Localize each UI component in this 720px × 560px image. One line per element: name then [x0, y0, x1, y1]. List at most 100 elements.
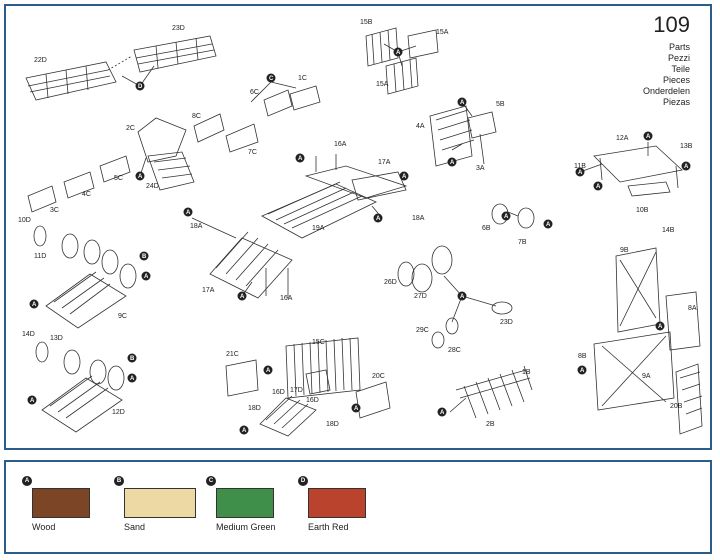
svg-text:A: A: [144, 274, 149, 280]
svg-text:B: B: [142, 254, 147, 260]
badge-a-16a: A: [295, 153, 305, 163]
parts-word-nl: Onderdelen: [642, 86, 690, 96]
badge-a-8a: A: [655, 321, 665, 331]
part-label-18d-right: 18D: [326, 421, 339, 428]
legend-label-wood: Wood: [32, 522, 56, 532]
part-label-20c: 20C: [372, 373, 385, 380]
badge-a-18d: A: [239, 425, 249, 435]
part-label-16a-top: 16A: [334, 141, 347, 148]
parts-word-it: Pezzi: [667, 53, 690, 63]
parts-diagram: 23D 22D 1C 6C 7C 2C 8C 4C 5C 3C 24D 15B …: [18, 19, 703, 437]
legend-badge-d: D: [298, 476, 308, 486]
frame-4a-drawing: [429, 105, 497, 167]
svg-text:A: A: [266, 368, 271, 374]
svg-text:A: A: [596, 184, 601, 190]
part-label-13b: 13B: [680, 143, 693, 150]
svg-text:A: A: [130, 376, 135, 382]
badge-a-5c: A: [135, 171, 145, 181]
badge-d-walls: D: [135, 81, 145, 91]
svg-text:A: A: [546, 222, 551, 228]
svg-text:A: A: [30, 398, 35, 404]
part-label-8c: 8C: [192, 113, 201, 120]
part-label-19a: 19A: [312, 225, 325, 232]
part-label-9c: 9C: [118, 313, 127, 320]
svg-text:D: D: [138, 84, 143, 90]
badge-c-6c: C: [266, 73, 276, 83]
part-label-10d: 10D: [18, 217, 31, 224]
badge-a-17a-bottom: A: [237, 291, 247, 301]
part-label-17a-bottom: 17A: [202, 287, 215, 294]
svg-text:A: A: [450, 160, 455, 166]
badge-b-barrels: B: [139, 251, 149, 261]
svg-text:A: A: [242, 428, 247, 434]
legend-label-medium-green: Medium Green: [216, 522, 276, 532]
badge-a-13b: A: [681, 161, 691, 171]
part-label-17d: 17D: [290, 387, 303, 394]
part-label-5c: 5C: [114, 175, 123, 182]
barrels-27d-drawing: [397, 245, 513, 349]
legend-label-sand: Sand: [124, 522, 146, 532]
legend-item-medium-green: C Medium Green: [206, 476, 296, 536]
part-label-7b: 7B: [518, 239, 527, 246]
badge-a-barrels-2: A: [127, 373, 137, 383]
part-label-1c: 1C: [298, 75, 307, 82]
part-label-16a-bottom: 16A: [280, 295, 293, 302]
legend-badge-a: A: [22, 476, 32, 486]
barricade-set-c-drawing: [27, 85, 321, 213]
part-label-16d-right: 16D: [306, 397, 319, 404]
part-label-12a: 12A: [616, 135, 629, 142]
part-label-11b: 11B: [574, 163, 586, 170]
wall-22d-drawing: [25, 61, 117, 101]
svg-text:A: A: [376, 216, 381, 222]
svg-text:C: C: [269, 76, 274, 82]
svg-text:A: A: [354, 406, 359, 412]
part-label-1b: 1B: [522, 369, 531, 376]
svg-text:B: B: [130, 356, 135, 362]
legend-frame: [4, 460, 712, 554]
badge-a-12d: A: [27, 395, 37, 405]
swatch-wood: [32, 488, 90, 518]
parts-heading: Parts Pezzi Teile Pieces Onderdelen Piez…: [643, 42, 690, 108]
part-label-7c: 7C: [248, 149, 257, 156]
svg-text:A: A: [580, 368, 585, 374]
part-label-27d: 27D: [414, 293, 427, 300]
part-label-4a: 4A: [416, 123, 425, 130]
barrels-9c-drawing: [33, 225, 137, 329]
badge-a-barrels: A: [141, 271, 151, 281]
stockade-15c-drawing: [225, 337, 391, 437]
badge-a-5b: A: [457, 97, 467, 107]
badge-a-20c: A: [351, 403, 361, 413]
color-badges: D C A A A A A A A A A B A A B A A A A A …: [27, 47, 691, 435]
part-label-20b: 20B: [670, 403, 683, 410]
part-label-23d: 23D: [172, 25, 185, 32]
part-label-4c: 4C: [82, 191, 91, 198]
part-label-2c: 2C: [126, 125, 135, 132]
part-label-28c: 28C: [448, 347, 461, 354]
legend-item-sand: B Sand: [114, 476, 196, 536]
part-label-18d-left: 18D: [248, 405, 261, 412]
wall-23d-drawing: [133, 35, 217, 73]
part-label-29c: 29C: [416, 327, 429, 334]
page-number: 109: [653, 12, 690, 37]
svg-text:A: A: [240, 294, 245, 300]
badge-a-11b: A: [575, 167, 585, 177]
part-label-16d-left: 16D: [272, 389, 285, 396]
part-label-9b: 9B: [620, 247, 629, 254]
badge-a-7b: A: [543, 219, 553, 229]
diagram-frame: [4, 4, 712, 450]
svg-text:A: A: [646, 134, 651, 140]
legend-label-earth-red: Earth Red: [308, 522, 349, 532]
part-label-8b: 8B: [578, 353, 587, 360]
part-label-3a: 3A: [476, 165, 485, 172]
svg-text:A: A: [32, 302, 37, 308]
legend-item-wood: A Wood: [22, 476, 102, 536]
badge-a-18a: A: [183, 207, 193, 217]
svg-text:A: A: [460, 294, 465, 300]
tower-drawing: [593, 145, 703, 435]
part-label-6c: 6C: [250, 89, 259, 96]
svg-text:A: A: [138, 174, 143, 180]
parts-word-en: Parts: [668, 42, 690, 52]
swatch-sand: [124, 488, 196, 518]
part-label-3c: 3C: [50, 207, 59, 214]
legend-item-earth-red: D Earth Red: [298, 476, 388, 536]
